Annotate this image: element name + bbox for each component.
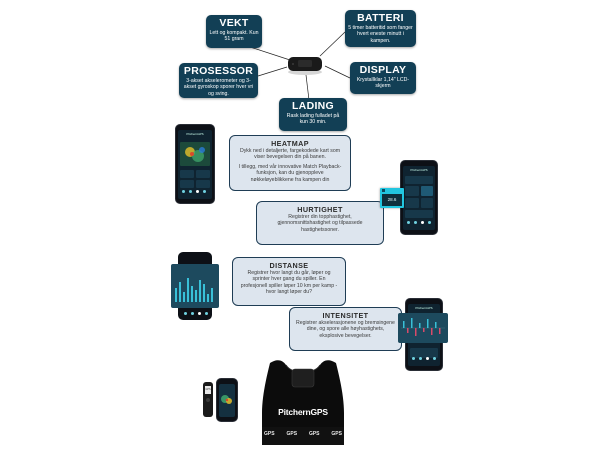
connector-lines: [249, 31, 351, 101]
feature-speed-title: HURTIGHET: [297, 205, 343, 214]
distance-chart-card: [171, 264, 219, 308]
spec-display-text: Krystallklar 1,14" LCD-skjerm: [356, 77, 410, 90]
gps-device: [286, 55, 324, 75]
feature-speed: HURTIGHET Registrer din topphastighet, g…: [256, 201, 384, 245]
feature-speed-text: Registrer din topphastighet, gjennomsnit…: [277, 214, 363, 233]
phone-distance: [178, 252, 212, 320]
spec-processor-title: PROSESSOR: [183, 65, 254, 77]
spec-battery: BATTERI 5 timer batteritid som fanger hv…: [345, 10, 416, 47]
vest-brand-text: PitchernGPS: [278, 407, 328, 417]
feature-heatmap-text1: Dykk ned i detaljerte, fargekodede kart …: [239, 148, 341, 161]
spec-display-title: DISPLAY: [359, 64, 407, 76]
phone-speed: PitchernGPS: [400, 160, 438, 235]
spec-processor: PROSESSOR 3-akset akselerometer og 3-aks…: [179, 63, 258, 98]
spec-display: DISPLAY Krystallklar 1,14" LCD-skjerm: [350, 62, 416, 94]
gps-vest: PitchernGPS GPS GPS GPS GPS: [258, 355, 348, 447]
spec-weight-text: Lett og kompakt. Kun 51 gram: [209, 30, 259, 43]
speed-highlight-card: 28.6: [380, 188, 404, 208]
heatmap-graphic: [185, 147, 205, 162]
vest-band-text-4: GPS: [331, 431, 342, 437]
phone-bottom: [216, 378, 238, 422]
feature-distance: DISTANSE Registrer hvor langt du går, lø…: [232, 257, 346, 306]
feature-heatmap-title: HEATMAP: [271, 139, 309, 148]
feature-intensity: INTENSITET Registrer akselerasjonene og …: [289, 307, 402, 351]
spec-charging-text: Rask lading fulladet på kun 30 min.: [286, 113, 340, 126]
phone-speed-title: PitchernGPS: [410, 168, 428, 172]
feature-heatmap: HEATMAP Dykk ned i detaljerte, fargekode…: [229, 135, 351, 191]
spec-battery-text: 5 timer batteritid som fanger hvert enes…: [348, 25, 413, 44]
spec-charging-title: LADING: [291, 100, 335, 112]
vest-band-text-2: GPS: [286, 431, 298, 437]
small-device-label: GPS: [205, 386, 211, 394]
phone-heatmap: PitchernGPS: [175, 124, 215, 204]
vest-band-text-1: GPS: [264, 431, 275, 437]
vest-band-text-3: GPS: [308, 431, 320, 437]
speed-highlight-value: 28.6: [382, 194, 402, 206]
phone-intensity-title: PitchernGPS: [415, 306, 433, 310]
spec-charging: LADING Rask lading fulladet på kun 30 mi…: [279, 98, 347, 131]
intensity-bars: [401, 318, 445, 336]
feature-heatmap-text2: I tillegg, med vår innovative Match Play…: [238, 163, 342, 183]
spec-battery-title: BATTERI: [357, 12, 404, 24]
feature-distance-text: Registrer hvor langt du går, løper og sp…: [240, 270, 338, 296]
distance-bars: [175, 278, 213, 302]
spec-processor-text: 3-akset akselerometer og 3-akset gyrosko…: [183, 78, 254, 97]
intensity-chart-card: [398, 313, 448, 343]
feature-intensity-title: INTENSITET: [322, 311, 369, 320]
spec-weight-title: VEKT: [219, 17, 249, 29]
bottom-heatmap: [221, 395, 232, 404]
spec-weight: VEKT Lett og kompakt. Kun 51 gram: [206, 15, 262, 48]
small-device: GPS: [203, 382, 213, 417]
feature-intensity-text: Registrer akselerasjonene og bremsingene…: [296, 320, 395, 339]
feature-distance-title: DISTANSE: [269, 261, 309, 270]
phone-heatmap-title: PitchernGPS: [186, 132, 204, 136]
